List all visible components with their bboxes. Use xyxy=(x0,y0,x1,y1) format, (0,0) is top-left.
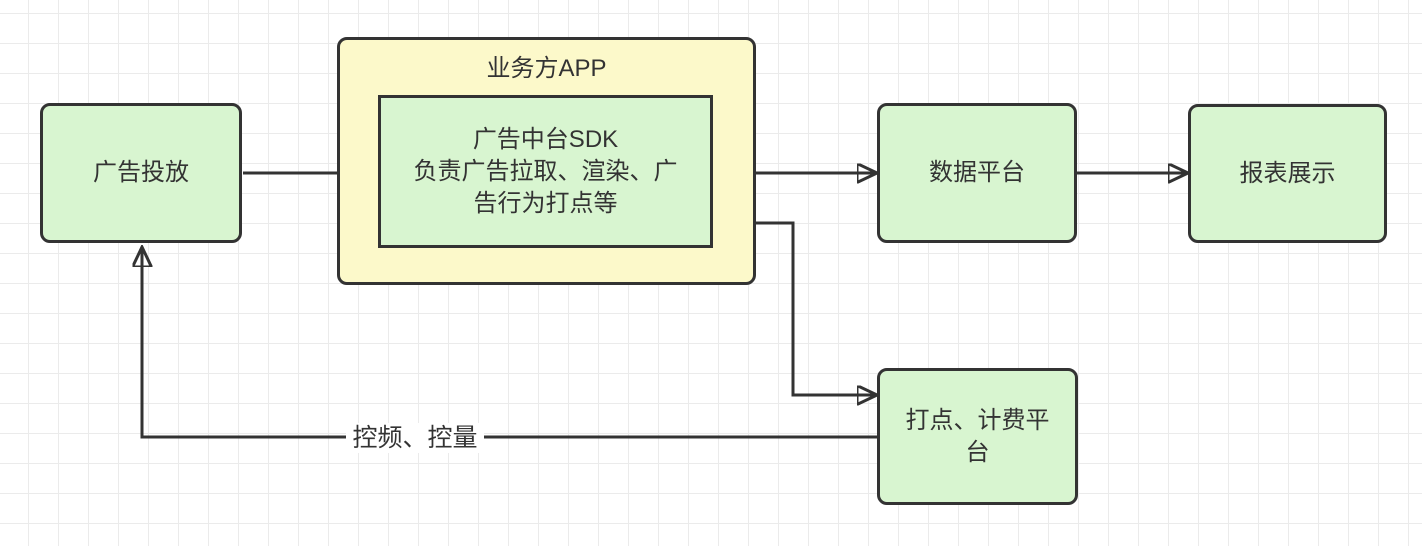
node-ad-sdk-description: 负责广告拉取、渲染、广告行为打点等 xyxy=(413,157,678,217)
edge-feedback-label[interactable]: 控频、控量 xyxy=(346,423,484,453)
node-business-app-title: 业务方APP xyxy=(486,55,607,82)
node-data-platform[interactable]: 数据平台 xyxy=(877,103,1077,243)
edge-feedback-to-ad-delivery[interactable] xyxy=(142,247,877,439)
node-tracking-billing-label: 打点、计费平台 xyxy=(905,406,1050,466)
node-report-display-label: 报表展示 xyxy=(1239,159,1336,187)
node-ad-delivery[interactable]: 广告投放 xyxy=(40,103,242,243)
node-data-platform-label: 数据平台 xyxy=(929,159,1025,186)
node-ad-sdk-title: 广告中台SDK xyxy=(472,125,619,153)
node-tracking-billing[interactable]: 打点、计费平台 xyxy=(877,368,1078,505)
node-ad-sdk[interactable]: 广告中台SDK 负责广告拉取、渲染、广告行为打点等 xyxy=(378,95,713,248)
node-report-display[interactable]: 报表展示 xyxy=(1188,104,1387,243)
node-ad-delivery-label: 广告投放 xyxy=(93,159,189,186)
